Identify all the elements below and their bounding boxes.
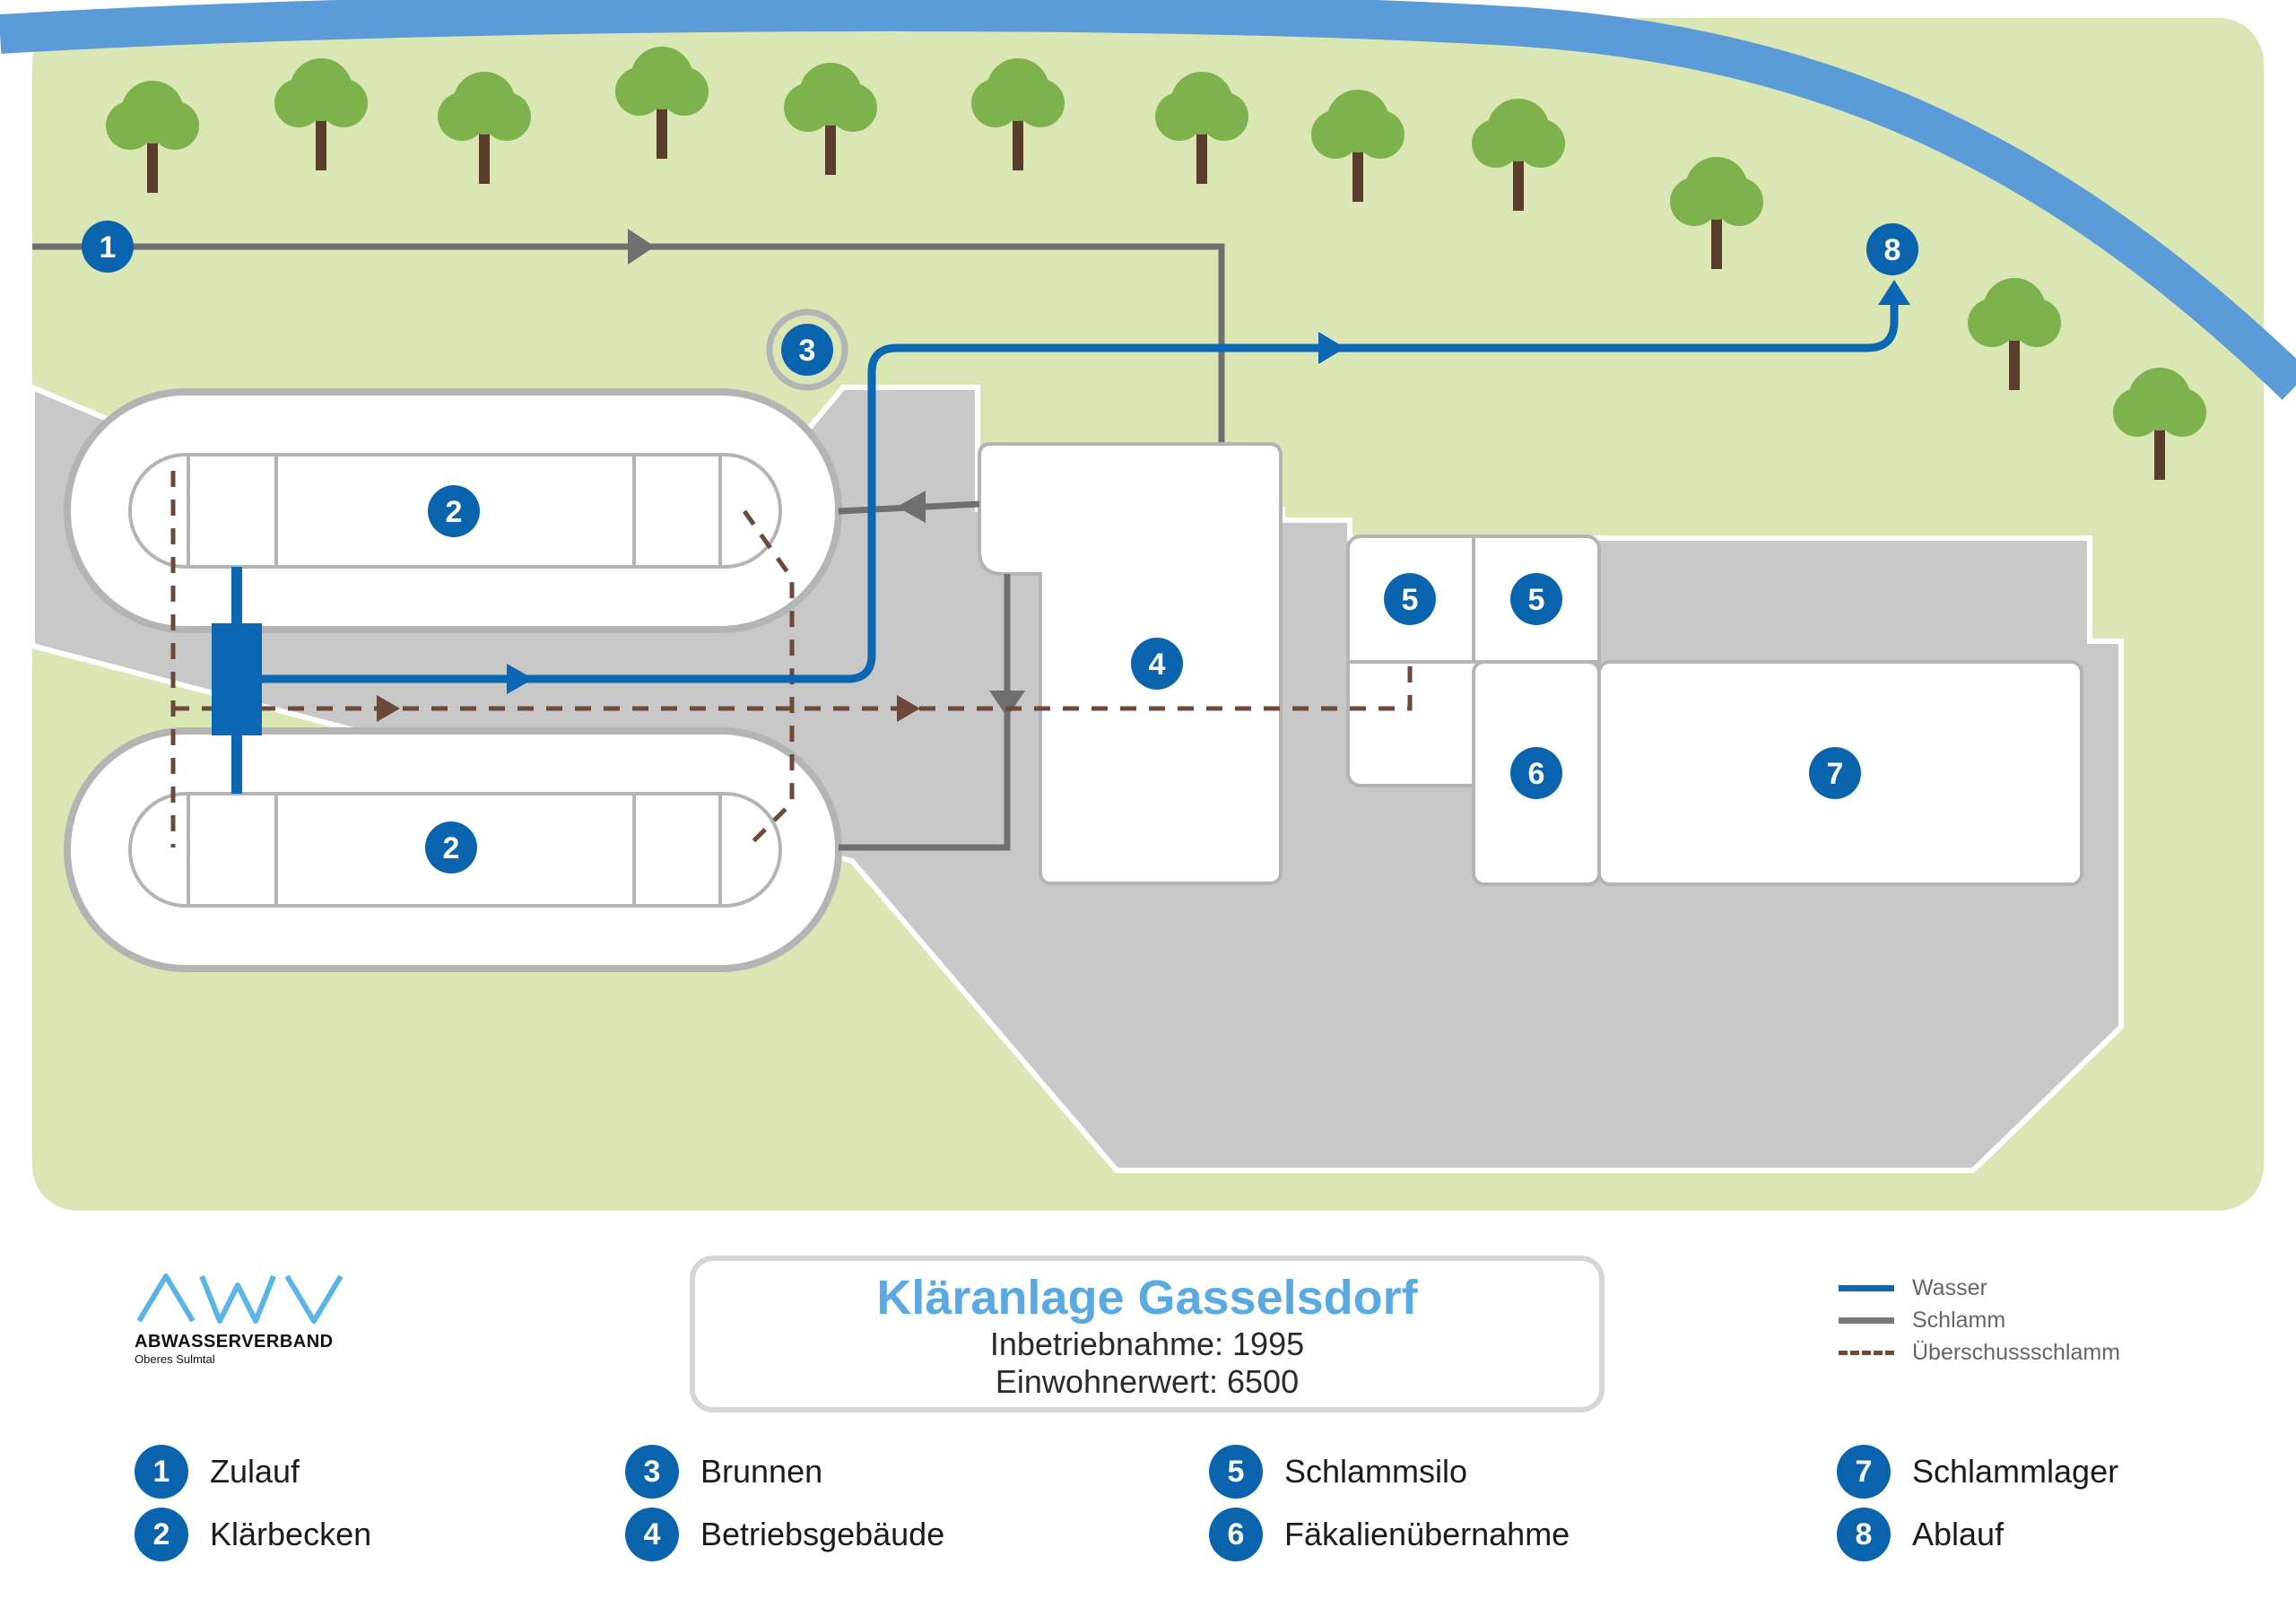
key-item-2: 2 Klärbecken <box>135 1507 371 1562</box>
key-label: Schlammlager <box>1912 1453 2119 1490</box>
tree-icon <box>106 81 199 193</box>
excess-arrow-1 <box>377 695 400 722</box>
site-plan: 1 2 2 3 4 5 5 6 7 8 <box>0 0 2296 1211</box>
legend-excess-label: Überschussschlamm <box>1912 1339 2121 1365</box>
key-item-8: 8 Ablauf <box>1837 1507 2004 1562</box>
awv-logo-icon <box>136 1273 344 1324</box>
sludge-arrow-bottom <box>989 691 1025 717</box>
water-arrow-1 <box>507 664 534 694</box>
tree-icon <box>615 47 709 159</box>
key-label: Fäkalienübernahme <box>1284 1516 1570 1552</box>
legend-excess-swatch <box>1839 1350 1894 1355</box>
inflow-line <box>32 243 1225 448</box>
key-badge: 5 <box>1209 1445 1263 1499</box>
excess-arrow-2 <box>897 695 920 722</box>
tree-icon <box>2113 368 2206 480</box>
key-badge: 6 <box>1209 1508 1263 1561</box>
key-label: Zulauf <box>210 1453 300 1490</box>
sludge-line-bottom <box>839 574 1011 851</box>
title-box: Kläranlage Gasselsdorf Inbetriebnahme: 1… <box>690 1256 1605 1412</box>
awv-logo: ABWASSERVERBAND Oberes Sulmtal <box>135 1272 359 1366</box>
svg-text:6: 6 <box>1528 757 1545 791</box>
key-label: Betriebsgebäude <box>700 1516 945 1552</box>
excess-sludge-lines <box>170 471 1413 849</box>
marker-2-top: 2 <box>428 485 480 537</box>
svg-text:4: 4 <box>1149 648 1166 682</box>
marker-1: 1 <box>82 221 134 273</box>
tree-icon <box>1472 99 1565 211</box>
water-arrow-outflow <box>1878 280 1910 305</box>
logo-subtitle: Oberes Sulmtal <box>135 1352 215 1366</box>
key-badge: 2 <box>135 1508 188 1561</box>
key-label: Ablauf <box>1912 1516 2005 1552</box>
commissioning-year: Inbetriebnahme: 1995 <box>989 1326 1305 1362</box>
svg-text:2: 2 <box>443 831 460 865</box>
key-badge: 7 <box>1837 1445 1891 1499</box>
water-line <box>262 296 1899 683</box>
marker-2-bottom: 2 <box>425 821 477 874</box>
svg-text:1: 1 <box>100 230 117 265</box>
key-label: Schlammsilo <box>1284 1453 1468 1490</box>
marker-5-left: 5 <box>1384 573 1436 625</box>
legend-water-label: Wasser <box>1912 1274 1987 1300</box>
key-label: Brunnen <box>700 1453 823 1490</box>
logo-name: ABWASSERVERBAND <box>135 1332 334 1352</box>
legend-sludge: Schlamm <box>1839 1304 2120 1336</box>
key-item-7: 7 Schlammlager <box>1837 1444 2118 1499</box>
plant-title: Kläranlage Gasselsdorf <box>876 1271 1418 1325</box>
svg-text:7: 7 <box>1827 757 1844 791</box>
tree-icon <box>1311 90 1405 202</box>
tree-icon <box>1670 157 1763 269</box>
key-item-6: 6 Fäkalienübernahme <box>1209 1507 1570 1562</box>
svg-text:3: 3 <box>799 334 816 368</box>
marker-3: 3 <box>781 324 833 376</box>
inflow-arrow <box>628 229 655 265</box>
river <box>0 0 2296 400</box>
svg-text:8: 8 <box>1884 233 1901 267</box>
sludge-arrow-top <box>897 491 926 523</box>
tree-icon <box>1155 72 1248 184</box>
water-arrow-2 <box>1318 332 1345 364</box>
tree-icon <box>274 58 368 170</box>
tree-icon <box>438 72 531 184</box>
legend-sludge-swatch <box>1839 1317 1894 1324</box>
tree-icon <box>971 58 1065 170</box>
legend-sludge-label: Schlamm <box>1912 1307 2006 1333</box>
tree-icon <box>784 63 877 175</box>
marker-6: 6 <box>1510 747 1562 799</box>
marker-7: 7 <box>1809 747 1861 799</box>
svg-text:2: 2 <box>446 495 463 529</box>
key-label: Klärbecken <box>210 1516 372 1552</box>
tree-icon <box>1968 278 2061 390</box>
tree-row <box>106 47 2206 480</box>
key-item-1: 1 Zulauf <box>135 1444 300 1499</box>
flow-legend: Wasser Schlamm Überschussschlamm <box>1839 1272 2120 1369</box>
legend-water: Wasser <box>1839 1272 2120 1304</box>
key-item-3: 3 Brunnen <box>625 1444 822 1499</box>
marker-5-right: 5 <box>1510 573 1562 625</box>
key-badge: 4 <box>625 1508 679 1561</box>
legend-excess-sludge: Überschussschlamm <box>1839 1336 2120 1369</box>
operations-building <box>978 442 1283 885</box>
key-badge: 3 <box>625 1445 679 1499</box>
key-badge: 1 <box>135 1445 188 1499</box>
key-item-4: 4 Betriebsgebäude <box>625 1507 944 1562</box>
population-equivalent: Einwohnerwert: 6500 <box>995 1363 1300 1400</box>
marker-4: 4 <box>1131 638 1183 690</box>
legend-water-swatch <box>1839 1284 1894 1291</box>
key-badge: 8 <box>1837 1508 1891 1561</box>
key-item-5: 5 Schlammsilo <box>1209 1444 1467 1499</box>
svg-text:5: 5 <box>1528 583 1545 617</box>
marker-8: 8 <box>1866 223 1918 275</box>
svg-text:5: 5 <box>1402 583 1419 617</box>
